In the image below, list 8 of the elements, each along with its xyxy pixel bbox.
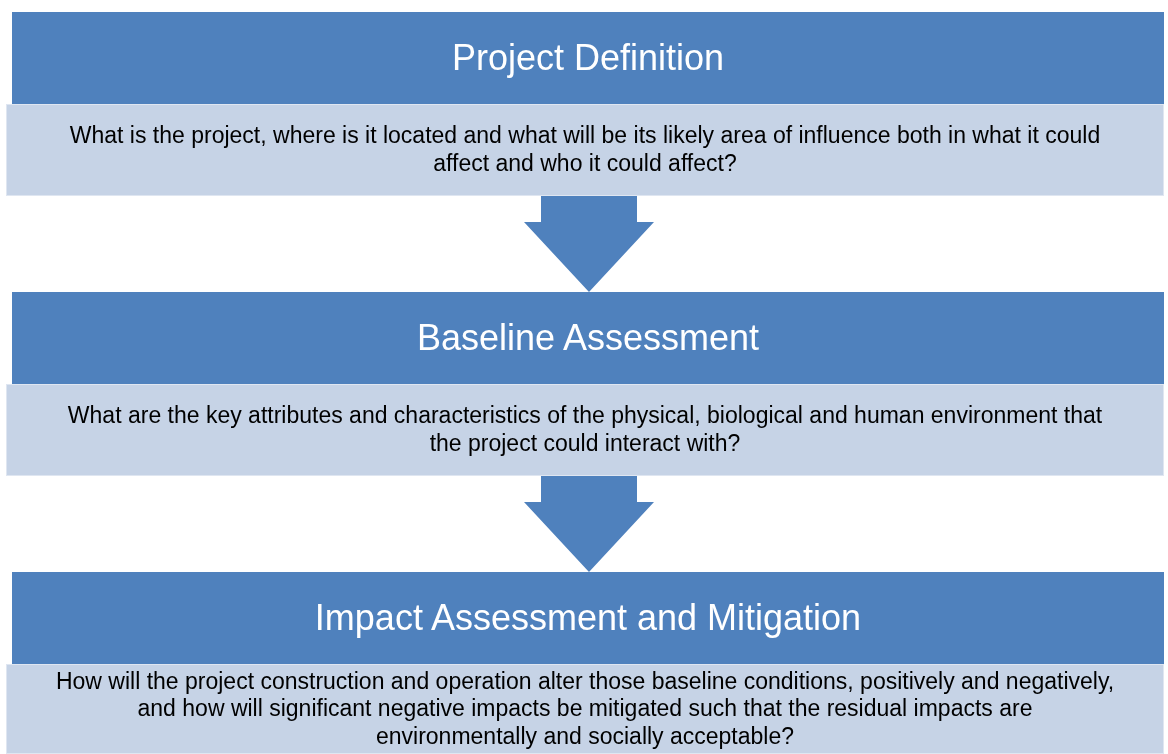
- stage-header-bar: Impact Assessment and Mitigation: [12, 572, 1164, 664]
- stage-header-bar: Project Definition: [12, 12, 1164, 104]
- question-box: How will the project construction and operation alter those baseline conditions, positively and negatively, and how will significant negative impacts be mitigated such that the residual impacts are environmentally and socially acceptable?: [6, 664, 1164, 754]
- stage-header-bar: Baseline Assessment: [12, 292, 1164, 384]
- block-arrow: [524, 476, 654, 572]
- question-box: What are the key attributes and characteristics of the physical, biological and human environment that the project could interact with?: [6, 384, 1164, 476]
- block-arrow: [524, 196, 654, 292]
- question-box: What is the project, where is it located and what will be its likely area of influence both in what it could affect and who it could affect?: [6, 104, 1164, 196]
